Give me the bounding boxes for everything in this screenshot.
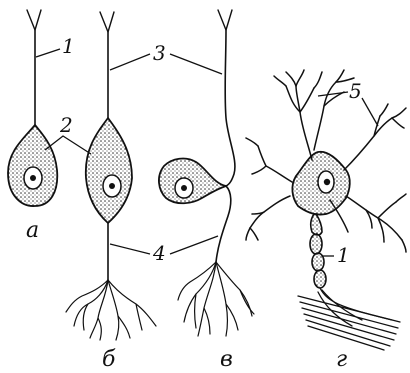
panel-label-g: г: [336, 347, 347, 372]
neuron-b-terminal-branches: [66, 280, 156, 340]
callout-5: 5: [349, 79, 362, 103]
neuron-v-soma: [159, 159, 226, 204]
callout-1-neuron-g: 1: [337, 243, 350, 267]
callout-2: 2: [59, 113, 73, 137]
neuron-g: [246, 70, 406, 350]
callout-3: 3: [153, 41, 166, 65]
panel-label-v: в: [220, 347, 233, 372]
neuron-b: [66, 12, 156, 340]
neuron-g-axon: [310, 214, 326, 288]
neuron-v: [159, 10, 254, 336]
callout-1-neuron-a: 1: [62, 34, 75, 58]
neuron-v-terminal-branches: [178, 262, 254, 336]
neuron-a: [8, 10, 57, 206]
neuron-b-soma: [86, 118, 132, 223]
panel-label-b: б: [102, 347, 116, 372]
neuron-g-axon-terminal: [298, 288, 400, 350]
callout-4: 4: [152, 241, 166, 265]
neuron-a-soma: [8, 125, 57, 206]
panel-label-a: а: [26, 218, 39, 243]
